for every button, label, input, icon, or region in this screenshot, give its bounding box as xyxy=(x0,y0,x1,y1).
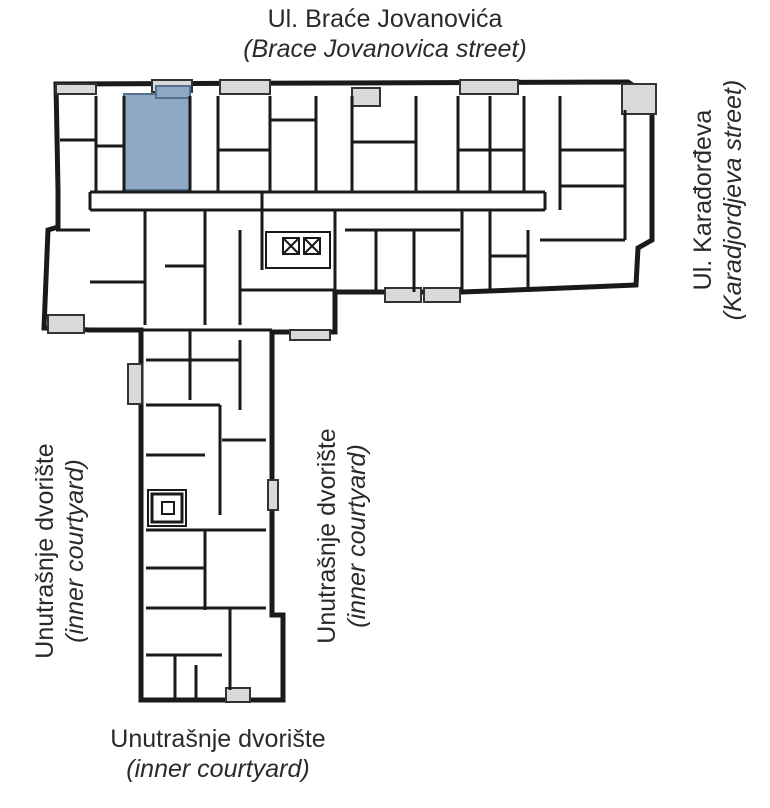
highlighted-apartment-balcony[interactable] xyxy=(155,85,191,99)
north-wing-outline xyxy=(41,79,655,703)
building-footprint xyxy=(41,79,655,703)
balcony xyxy=(621,83,657,115)
balcony xyxy=(55,83,97,95)
balcony xyxy=(289,329,331,341)
balconies xyxy=(47,79,657,703)
courtyard-name-english: (inner courtyard) xyxy=(126,755,310,783)
courtyard-name-local: Unutrašnje dvorište xyxy=(110,725,326,753)
highlighted-apartment[interactable] xyxy=(123,93,191,191)
balcony xyxy=(459,79,519,95)
street-name-local: Ul. Braće Jovanovića xyxy=(267,5,503,33)
courtyard-label-bottom: Unutrašnje dvorište (inner courtyard) xyxy=(0,724,436,784)
street-label-top: Ul. Braće Jovanovića (Brace Jovanovica s… xyxy=(0,4,770,64)
balcony xyxy=(127,363,143,405)
balcony xyxy=(267,479,279,511)
street-name-english: (Brace Jovanovica street) xyxy=(243,35,527,63)
balcony xyxy=(384,287,422,303)
balcony xyxy=(423,287,461,303)
balcony xyxy=(47,314,85,334)
staircase xyxy=(147,489,187,527)
balcony xyxy=(225,687,251,703)
interior-walls xyxy=(56,96,627,698)
elevator-core xyxy=(265,231,331,269)
balcony xyxy=(351,87,381,107)
balcony xyxy=(219,79,271,95)
